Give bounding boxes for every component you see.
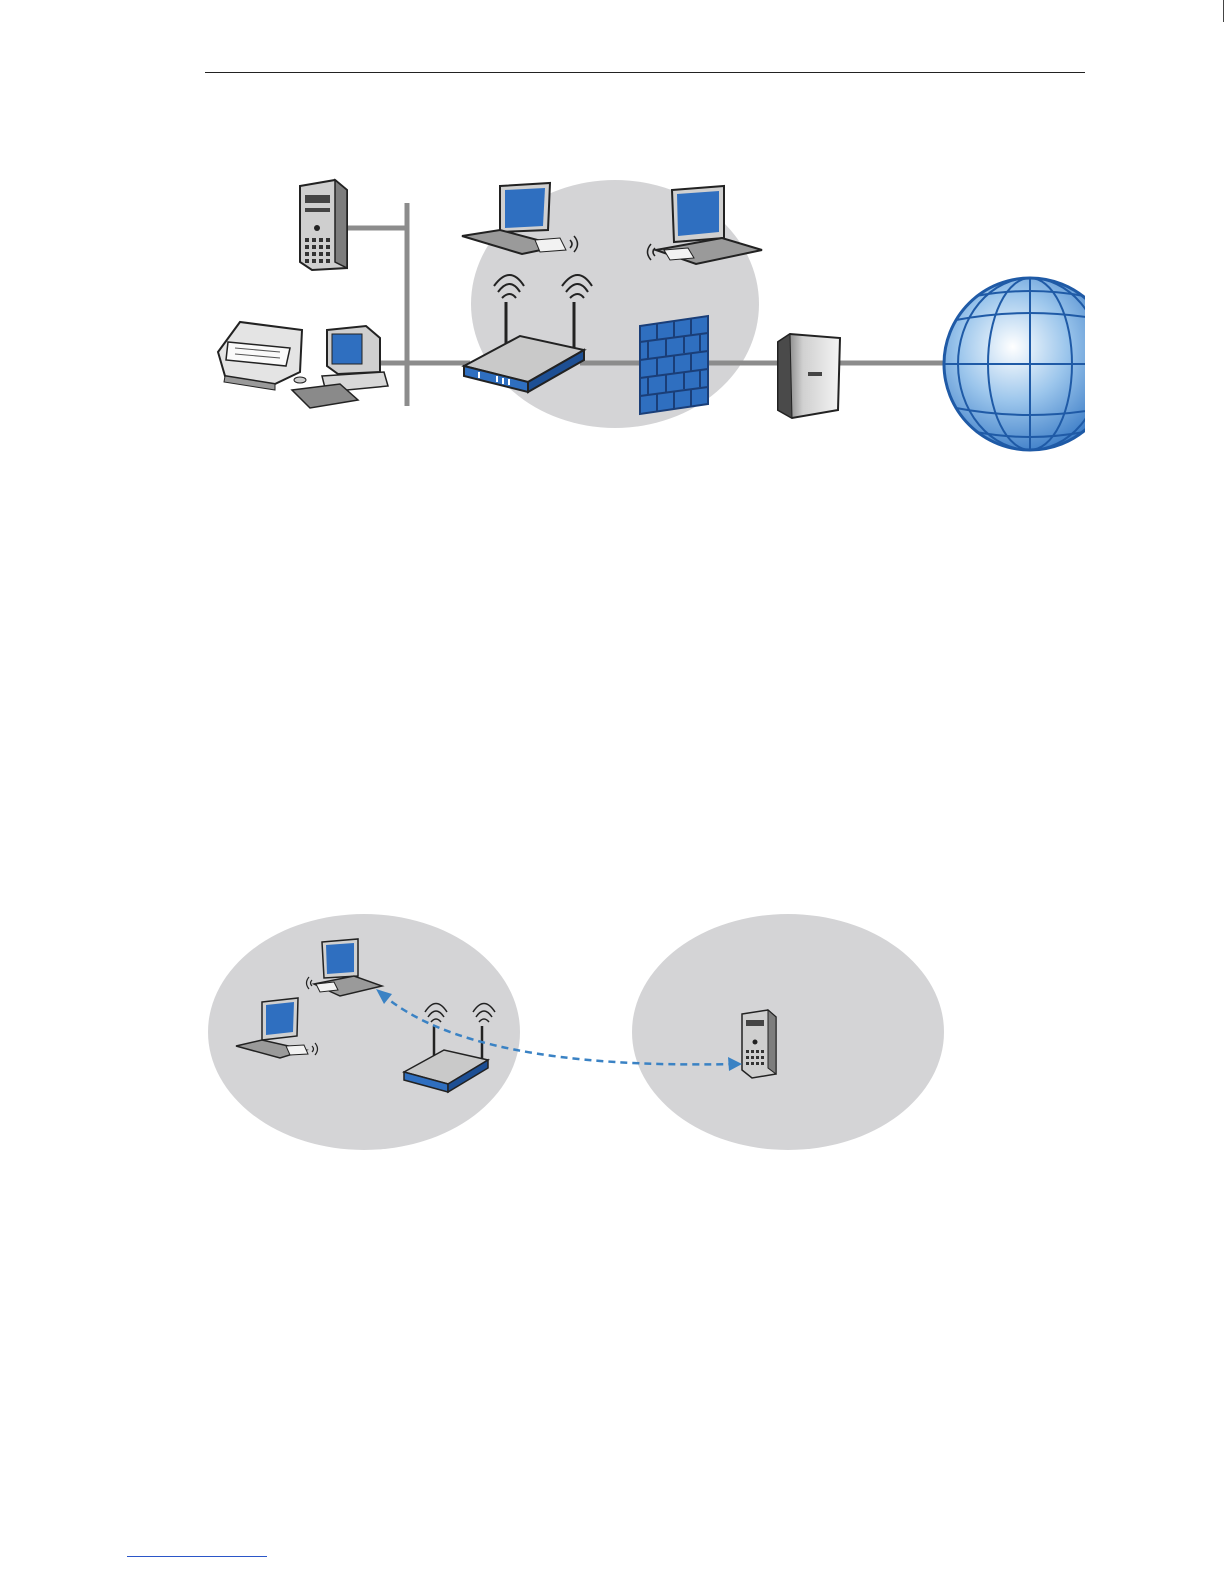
remote-network-zone <box>632 914 944 1150</box>
footer-link-underline <box>127 1556 267 1557</box>
desktop-pc-icon <box>292 326 388 408</box>
local-wlan-zone <box>208 914 520 1150</box>
server-icon <box>300 180 347 270</box>
firewall-icon <box>640 316 708 414</box>
server-icon <box>742 1010 776 1078</box>
printer-icon <box>218 322 302 390</box>
modem-icon <box>778 334 840 418</box>
network-topology-diagram <box>0 0 1224 500</box>
remote-connection-diagram <box>0 900 1224 1180</box>
globe-icon <box>944 278 1116 450</box>
